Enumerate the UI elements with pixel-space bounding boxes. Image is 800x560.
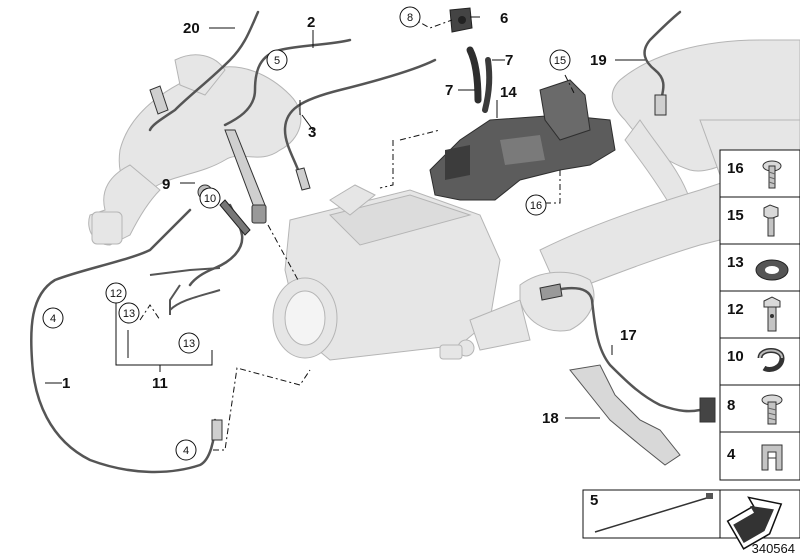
callout-1: 1 [62, 375, 70, 392]
svg-text:16: 16 [727, 160, 744, 177]
callout-circle-4-lower: 4 [175, 439, 197, 461]
svg-text:8: 8 [727, 397, 735, 414]
svg-text:12: 12 [110, 288, 122, 300]
flange-screw-icon [761, 394, 783, 425]
bracket-assembly-14 [429, 79, 616, 201]
exhaust-sensor-probes [149, 85, 716, 441]
spring-nut-icon [761, 444, 783, 471]
hose-clip-icon [757, 348, 785, 373]
hex-bolt-icon [763, 204, 779, 237]
svg-text:13: 13 [727, 254, 744, 271]
callout-18: 18 [542, 410, 559, 427]
svg-text:15: 15 [727, 207, 744, 224]
svg-text:16: 16 [530, 200, 542, 212]
callout-circle-12: 12 [105, 282, 127, 304]
pressure-sensor-6 [449, 7, 473, 33]
callout-17: 17 [620, 327, 637, 344]
svg-text:13: 13 [183, 338, 195, 350]
legend-row-10: 10 [727, 348, 785, 373]
legend-row-16: 16 [727, 160, 782, 189]
part-callouts: 20 2 3 6 7 7 14 19 9 1 11 17 18 [62, 10, 637, 427]
callout-3: 3 [308, 124, 316, 141]
bracket-18 [569, 364, 681, 466]
callout-5-legend: 5 [590, 492, 598, 509]
legend-row-13: 13 [727, 254, 789, 281]
callout-7a: 7 [505, 52, 513, 69]
banjo-bolt-icon [763, 296, 781, 332]
svg-text:13: 13 [123, 308, 135, 320]
callout-2: 2 [307, 14, 315, 31]
image-id: 340564 [752, 541, 795, 556]
sealing-ring-icon [755, 259, 789, 281]
callout-9: 9 [162, 176, 170, 193]
callout-19: 19 [590, 52, 607, 69]
callout-circle-10: 10 [199, 187, 221, 209]
legend-row-8: 8 [727, 394, 783, 425]
callout-circle-16: 16 [525, 194, 547, 216]
svg-text:4: 4 [183, 445, 189, 457]
cable-tie-panel: 5 [582, 489, 800, 550]
callout-circle-13-right: 13 [178, 332, 200, 354]
callout-20: 20 [183, 20, 200, 37]
callout-circle-8: 8 [399, 6, 421, 28]
svg-text:4: 4 [50, 313, 56, 325]
svg-text:8: 8 [407, 12, 413, 24]
legend-row-4: 4 [727, 444, 783, 471]
svg-text:10: 10 [204, 193, 216, 205]
leader-lines [45, 16, 645, 451]
cable-tie-icon [594, 493, 713, 533]
callout-circle-15: 15 [549, 49, 571, 71]
callout-circle-4-upper: 4 [42, 307, 64, 329]
callout-7b: 7 [445, 82, 453, 99]
pipe-assembly-11 [149, 267, 221, 315]
callout-circle-13-left: 13 [118, 302, 140, 324]
svg-text:15: 15 [554, 55, 566, 67]
callout-11: 11 [152, 375, 168, 392]
circled-callouts: 5 8 15 16 10 4 4 12 [42, 6, 571, 461]
sensor-wiring [29, 10, 702, 474]
legend-row-15: 15 [727, 204, 779, 237]
torx-bolt-icon [762, 160, 782, 189]
callout-14: 14 [500, 84, 517, 101]
svg-text:10: 10 [727, 348, 744, 365]
legend-row-12: 12 [727, 296, 781, 332]
callout-6: 6 [500, 10, 508, 27]
arrow-symbol-icon [726, 496, 783, 550]
vacuum-hoses-7 [466, 46, 493, 113]
callout-circle-5: 5 [266, 49, 288, 71]
svg-text:12: 12 [727, 301, 744, 318]
svg-text:4: 4 [727, 446, 736, 463]
hardware-legend: 16 15 13 12 [719, 149, 800, 481]
svg-text:5: 5 [274, 55, 280, 67]
